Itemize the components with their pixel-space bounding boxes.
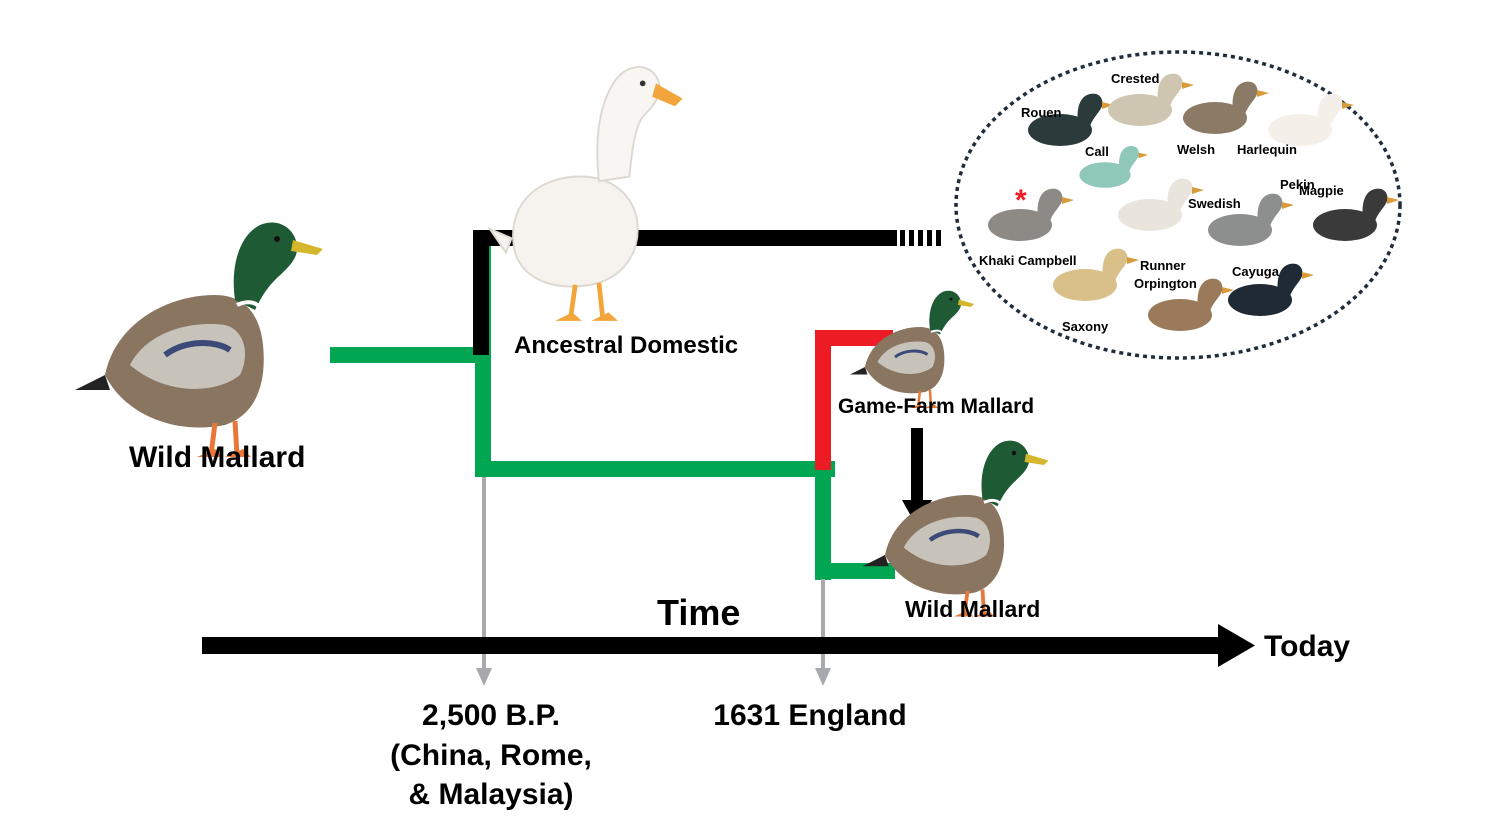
game-farm-branch-vertical [815, 330, 831, 470]
breed-label-cayuga: Cayuga [1232, 264, 1280, 279]
date-markers [476, 477, 831, 686]
time-axis-shaft [202, 637, 1222, 654]
time-axis-arrowhead [1218, 624, 1255, 667]
domestic-branch-horizontal-b [625, 230, 897, 246]
label-date-2500bp-line3: & Malaysia) [408, 778, 573, 811]
breed-duck-icon [988, 188, 1074, 241]
marker-1631-arrowhead [815, 668, 831, 686]
wild-branch-horizontal [475, 461, 835, 477]
breed-label-rouen: Rouen [1021, 105, 1062, 120]
asterisk-marker: * [1015, 184, 1027, 217]
wild-mallard-branch-horizontal [815, 563, 895, 579]
breed-label-saxony: Saxony [1062, 319, 1109, 334]
domestic-branch-vertical [473, 230, 489, 355]
breed-label-harlequin: Harlequin [1237, 142, 1297, 157]
wild-stem-line [330, 347, 485, 363]
breed-label-crested: Crested [1111, 71, 1159, 86]
breed-duck-icon [1268, 93, 1354, 146]
breed-label-swedish: Swedish [1188, 196, 1241, 211]
label-wild-mallard-left: Wild Mallard [129, 441, 305, 474]
domestic-breeds-cluster: Crested Rouen Call Welsh Harlequin Pekin… [954, 50, 1402, 360]
breed-label-pekin: Pekin [1280, 177, 1315, 192]
wild-mallard-branch-vertical [815, 470, 831, 580]
label-wild-mallard-right: Wild Mallard [905, 596, 1040, 622]
breed-cluster-border [954, 50, 1402, 360]
breed-label-orpington: Orpington [1134, 276, 1197, 291]
mallard-drake-icon [75, 223, 323, 457]
label-ancestral-domestic: Ancestral Domestic [514, 332, 738, 359]
label-today: Today [1264, 630, 1350, 663]
mallard-drake-icon [848, 289, 976, 410]
breed-duck-icon [1183, 81, 1269, 134]
label-date-2500bp-line1: 2,500 B.P. [422, 699, 560, 732]
breed-label-khaki-campbell: Khaki Campbell [979, 253, 1077, 268]
domestic-dashed-extension [900, 230, 941, 246]
label-date-2500bp-line2: (China, Rome, [390, 739, 592, 772]
marker-2500bp-arrowhead [476, 668, 492, 686]
time-axis [202, 624, 1255, 667]
game-farm-branch-horizontal [815, 330, 893, 346]
breed-label-welsh: Welsh [1177, 142, 1215, 157]
label-date-1631: 1631 England [713, 699, 906, 732]
mallard-drake-icon [863, 441, 1049, 617]
breed-label-runner: Runner [1140, 258, 1186, 273]
label-game-farm-mallard: Game-Farm Mallard [838, 395, 1034, 418]
breed-label-call: Call [1085, 144, 1109, 159]
label-time: Time [657, 592, 740, 633]
white-domestic-duck-icon [490, 67, 683, 321]
breed-label-magpie: Magpie [1299, 183, 1344, 198]
